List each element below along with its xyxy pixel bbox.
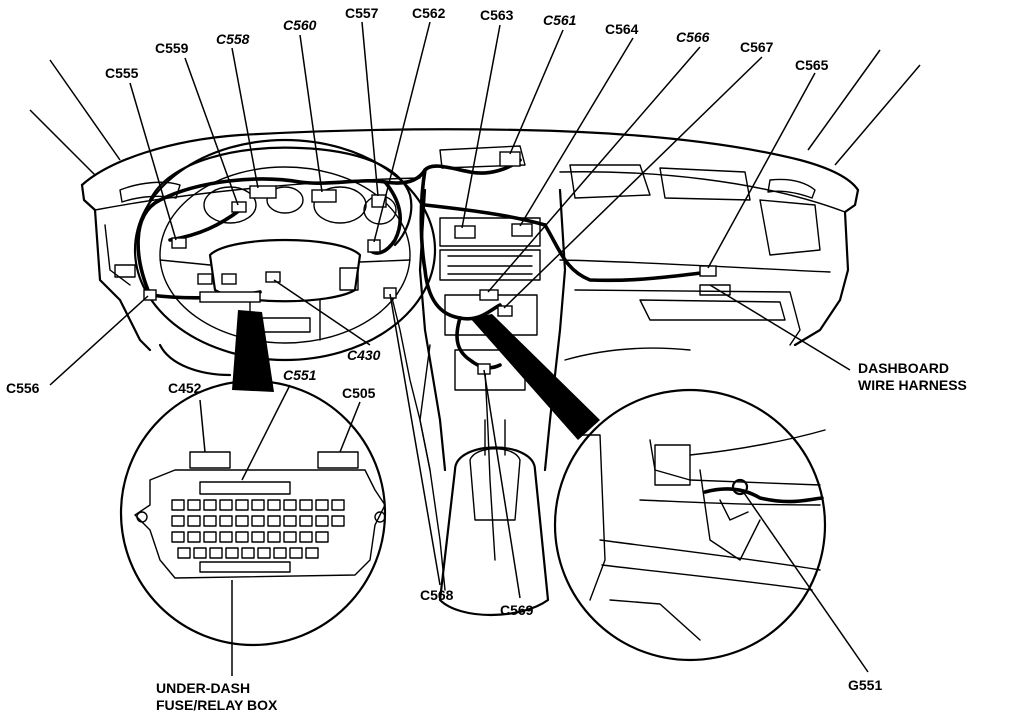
connectors	[143, 151, 717, 375]
callout-wedges	[232, 310, 600, 440]
connector-c565	[699, 265, 717, 277]
ground-g551-detail	[553, 388, 827, 662]
label-dashboard-harness-2: WIRE HARNESS	[858, 377, 967, 393]
leader-lines	[29, 21, 921, 676]
label-c430: C430	[347, 347, 381, 363]
label-fuse-box-1: UNDER-DASH	[156, 680, 250, 696]
label-fuse-box-2: FUSE/RELAY BOX	[156, 697, 278, 713]
connector-c563	[454, 225, 476, 239]
fuse-box-detail	[119, 379, 387, 647]
label-c505: C505	[342, 385, 376, 401]
dashboard-outline	[80, 128, 860, 352]
labels: C555 C559 C558 C560 C557 C562 C563 C561 …	[6, 5, 967, 713]
connector-c557	[371, 194, 387, 208]
label-c558: C558	[216, 31, 250, 47]
label-c563: C563	[480, 7, 514, 23]
connector-fuse-3	[199, 291, 261, 303]
label-g551: G551	[848, 677, 882, 693]
label-c556: C556	[6, 380, 40, 396]
label-c564: C564	[605, 21, 639, 37]
label-dashboard-harness-1: DASHBOARD	[858, 360, 949, 376]
connector-c561	[499, 151, 521, 167]
connector-c555	[171, 237, 187, 249]
label-c557: C557	[345, 5, 379, 21]
connector-fuse-1	[197, 273, 213, 285]
connector-c559	[231, 201, 247, 213]
connector-c564	[511, 223, 533, 237]
label-c566: C566	[676, 29, 710, 45]
label-c568: C568	[420, 587, 454, 603]
connector-c556	[143, 289, 157, 301]
label-c569: C569	[500, 602, 534, 618]
label-c555: C555	[105, 65, 139, 81]
steering-wheel	[133, 138, 437, 377]
connector-c430	[265, 271, 281, 283]
label-c551: C551	[283, 367, 317, 383]
label-c567: C567	[740, 39, 774, 55]
label-c561: C561	[543, 12, 577, 28]
connector-fuse-2	[221, 273, 237, 285]
connector-c558	[249, 185, 277, 199]
connector-c560	[311, 189, 337, 203]
label-c565: C565	[795, 57, 829, 73]
label-c560: C560	[283, 17, 317, 33]
label-c452: C452	[168, 380, 202, 396]
label-c559: C559	[155, 40, 189, 56]
label-c562: C562	[412, 5, 446, 21]
